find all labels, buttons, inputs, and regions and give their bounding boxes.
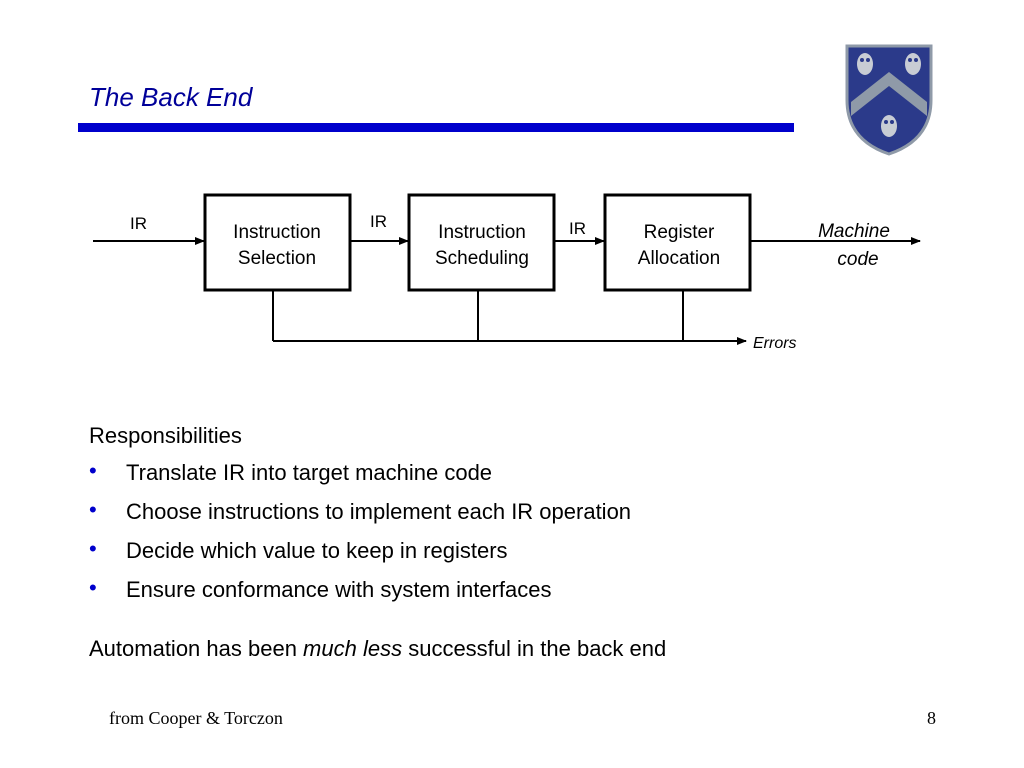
list-item: • Ensure conformance with system interfac… [89,575,631,614]
crest-chevron [851,72,927,116]
footer-source: from Cooper & Torczon [109,708,283,728]
instruction-selection-box [203,193,352,292]
box-scheduling-line2: Scheduling [435,248,529,269]
box-scheduling-line1: Instruction [438,222,526,243]
owl-shield-crest-icon [845,44,933,156]
automation-after: successful in the back end [402,636,667,661]
responsibilities-list: • Translate IR into target machine code •… [89,458,631,614]
ir-label-2: IR [569,219,586,238]
input-ir-label: IR [130,214,147,233]
box-selection-line2: Selection [238,248,316,269]
bullet-text: Decide which value to keep in registers [126,538,508,563]
box-allocation-line1: Register [644,222,715,243]
back-end-diagram: IR Instruction Selection IR Instruction … [93,193,921,352]
automation-emphasis: much less [303,636,403,661]
crest-owl-right [905,53,921,75]
box-selection-line1: Instruction [233,222,321,243]
errors-label: Errors [753,335,797,352]
crest-owl-left [857,53,873,75]
bullet-icon: • [89,497,97,522]
machine-code-line1: Machine [818,221,890,242]
automation-statement: Automation has been much less successful… [89,636,666,662]
bullet-icon: • [89,536,97,561]
automation-before: Automation has been [89,636,304,661]
box-allocation-line2: Allocation [638,248,720,269]
bullet-text: Choose instructions to implement each IR… [126,499,632,524]
list-item: • Translate IR into target machine code [89,458,631,497]
page-number: 8 [927,708,936,728]
slide-title: The Back End [89,82,253,112]
crest-owl-bottom [881,115,897,137]
register-allocation-box [603,193,752,292]
bullet-icon: • [89,458,97,483]
bullet-icon: • [89,575,97,600]
title-rule [78,123,794,132]
responsibilities-heading: Responsibilities [89,423,242,448]
machine-code-line2: code [837,249,878,270]
instruction-scheduling-box [407,193,556,292]
ir-label-1: IR [370,212,387,231]
list-item: • Decide which value to keep in registers [89,536,631,575]
bullet-text: Translate IR into target machine code [126,460,493,485]
bullet-text: Ensure conformance with system interface… [126,577,552,602]
list-item: • Choose instructions to implement each I… [89,497,631,536]
